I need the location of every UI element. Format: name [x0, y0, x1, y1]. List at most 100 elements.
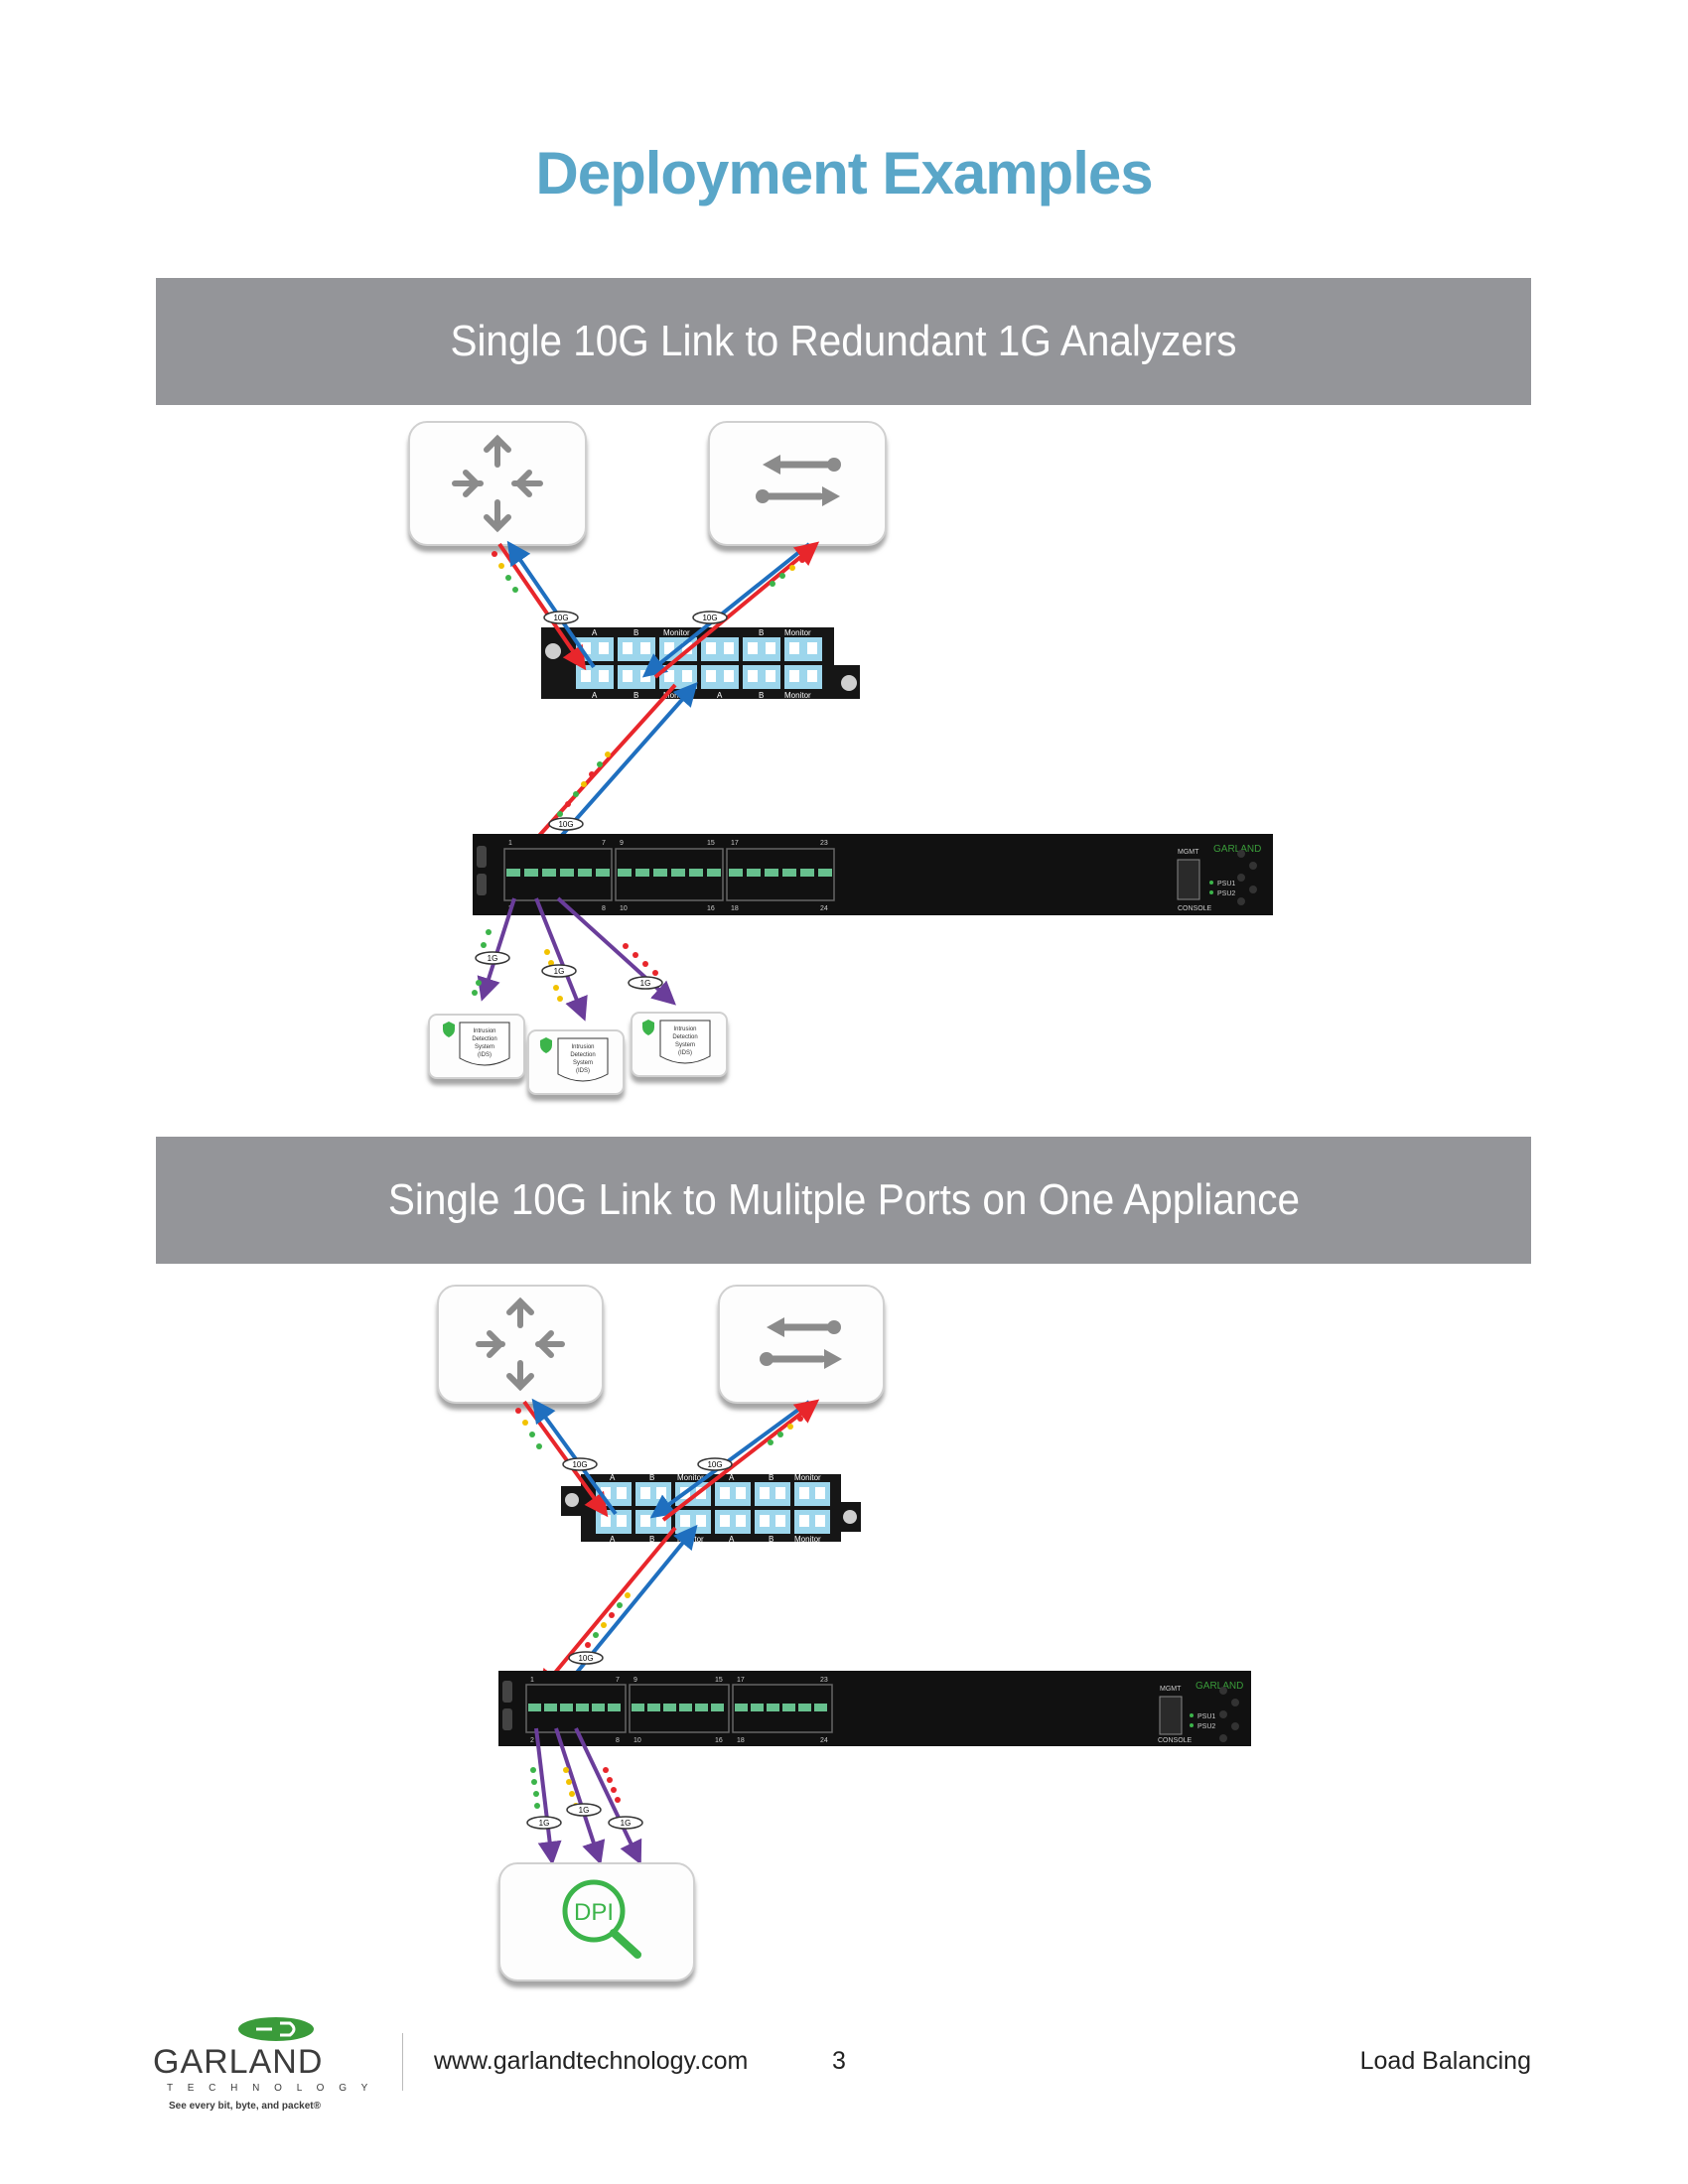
- traffic-dots-mid: [577, 1592, 631, 1658]
- traffic-dots-left: [492, 551, 518, 593]
- tap-label-monitor-2: Monitor: [794, 1473, 821, 1482]
- link-speed-label: 10G: [558, 820, 573, 829]
- arrow-tap-to-router-blue: [506, 540, 596, 669]
- switch-brand: GARLAND: [1196, 1681, 1243, 1692]
- traffic-dots-right: [768, 1416, 803, 1445]
- tap-label-a-bottom: A: [592, 691, 598, 700]
- tap-label-b: B: [633, 628, 638, 637]
- mgmt-label: MGMT: [1178, 849, 1199, 856]
- ids-label-line: System: [475, 1044, 494, 1050]
- link-speed-label: 1G: [640, 979, 651, 988]
- port-number: 16: [715, 1737, 723, 1744]
- arrow-tap-to-switch-red: [661, 1399, 820, 1522]
- shield-icon: [443, 1022, 455, 1037]
- link-speed-label: 1G: [488, 954, 498, 963]
- port-number: 10: [633, 1737, 641, 1744]
- ids-label-line: (IDS): [678, 1050, 692, 1056]
- logo-wordmark: GARLAND: [153, 2043, 323, 2081]
- tap-label-monitor-2: Monitor: [784, 628, 811, 637]
- port-number: 18: [731, 905, 739, 912]
- traffic-dots-out: [472, 929, 658, 1002]
- port-number: 16: [707, 905, 715, 912]
- psu1-label: PSU1: [1197, 1713, 1215, 1720]
- arrow-tap-to-switch-red: [653, 541, 820, 679]
- tap-label-monitor: Monitor: [677, 1473, 704, 1482]
- packet-broker-switch-icon: 1 7 9 15 17 23 2 8 10 16 18 24 MGMT CONS…: [498, 1671, 1251, 1746]
- ids-label-line: System: [675, 1042, 695, 1048]
- psu1-label: PSU1: [1217, 881, 1235, 887]
- ids-label-line: System: [573, 1060, 593, 1066]
- ids-label-line: Detection: [472, 1036, 496, 1042]
- port-number: 9: [620, 840, 624, 847]
- logo-tagline: See every bit, byte, and packet®: [169, 2101, 322, 2112]
- ids-label-line: Intrusion: [571, 1044, 594, 1050]
- dpi-label: DPI: [574, 1899, 614, 1926]
- switch-brand: GARLAND: [1213, 844, 1261, 855]
- port-number: 23: [820, 840, 828, 847]
- port-number: 18: [737, 1737, 745, 1744]
- port-number: 23: [820, 1677, 828, 1684]
- arrow-switch-to-dpi-1: [534, 1727, 562, 1865]
- port-number: 15: [707, 840, 715, 847]
- psu2-label: PSU2: [1217, 890, 1235, 897]
- arrow-switch-to-tap-blue: [560, 1524, 698, 1693]
- footer-page-number: 3: [832, 2047, 846, 2075]
- link-speed-label: 10G: [702, 614, 717, 622]
- ids-appliance-1: Intrusion Detection System (IDS): [428, 1014, 525, 1079]
- tap-label-a2-bottom: A: [717, 691, 723, 700]
- port-number: 1: [530, 1677, 534, 1684]
- tap-label-monitor2-bottom: Monitor: [794, 1535, 821, 1544]
- section-heading-2: Single 10G Link to Mulitple Ports on One…: [387, 1175, 1300, 1224]
- footer-website-link[interactable]: www.garlandtechnology.com: [434, 2047, 749, 2075]
- ids-label-line: (IDS): [478, 1052, 492, 1058]
- arrow-switch-to-dpi-3: [574, 1727, 642, 1865]
- port-number: 9: [633, 1677, 637, 1684]
- link-speed-label: 10G: [578, 1654, 593, 1663]
- footer-topic: Load Balancing: [1359, 2047, 1531, 2075]
- section-banner-1: Single 10G Link to Redundant 1G Analyzer…: [156, 278, 1531, 405]
- tap-label-monitor: Monitor: [663, 628, 690, 637]
- tap-label-a2-bottom: A: [729, 1535, 735, 1544]
- port-number: 10: [620, 905, 628, 912]
- ids-appliance-2: Intrusion Detection System (IDS): [527, 1029, 625, 1095]
- ids-label-line: Intrusion: [473, 1028, 495, 1034]
- tap-label-b: B: [649, 1473, 654, 1482]
- arrow-tap-to-switch-red: [537, 1526, 677, 1695]
- port-number: 17: [731, 840, 739, 847]
- link-speed-label: 1G: [539, 1819, 550, 1828]
- link-speed-label: 10G: [553, 614, 568, 622]
- arrow-switch-to-tap-blue: [649, 1400, 811, 1519]
- port-number: 17: [737, 1677, 745, 1684]
- arrow-tap-to-switch-red: [515, 683, 677, 862]
- tap-label-b2-bottom: B: [769, 1535, 774, 1544]
- shield-icon: [642, 1020, 654, 1035]
- port-number: 24: [820, 1737, 828, 1744]
- dpi-appliance: DPI: [498, 1862, 695, 1981]
- traffic-dots-out: [530, 1767, 621, 1809]
- ids-label-line: Intrusion: [673, 1026, 696, 1032]
- arrow-switch-to-ids-1: [477, 897, 516, 1002]
- page-title: Deployment Examples: [535, 140, 1153, 206]
- traffic-dots-right: [770, 557, 805, 587]
- port-number: 7: [602, 840, 606, 847]
- link-speed-label: 10G: [707, 1460, 722, 1469]
- mgmt-label: MGMT: [1160, 1686, 1182, 1693]
- logo-subtitle: T E C H N O L O G Y: [167, 2083, 373, 2094]
- port-number: 15: [715, 1677, 723, 1684]
- section-banner-2: Single 10G Link to Mulitple Ports on One…: [156, 1137, 1531, 1264]
- tap-label-a2: A: [729, 1473, 735, 1482]
- tap-label-a: A: [592, 628, 598, 637]
- traffic-dots-mid: [557, 751, 611, 817]
- port-number: 2: [530, 1737, 534, 1744]
- logo-mark-icon: [238, 2017, 314, 2041]
- footer-divider: [402, 2033, 403, 2091]
- garland-logo: GARLAND T E C H N O L O G Y See every bi…: [153, 2017, 373, 2112]
- switch-icon: [718, 1285, 885, 1404]
- console-label: CONSOLE: [1178, 905, 1212, 912]
- link-speed-label: 1G: [579, 1806, 590, 1815]
- router-icon: [408, 421, 587, 546]
- ids-label-line: Detection: [570, 1052, 595, 1058]
- diagram-multiple-ports: A B Monitor A B Monitor A B Monitor A B …: [437, 1285, 1251, 1981]
- arrow-switch-to-ids-2: [534, 897, 588, 1022]
- arrow-switch-to-dpi-2: [554, 1727, 606, 1865]
